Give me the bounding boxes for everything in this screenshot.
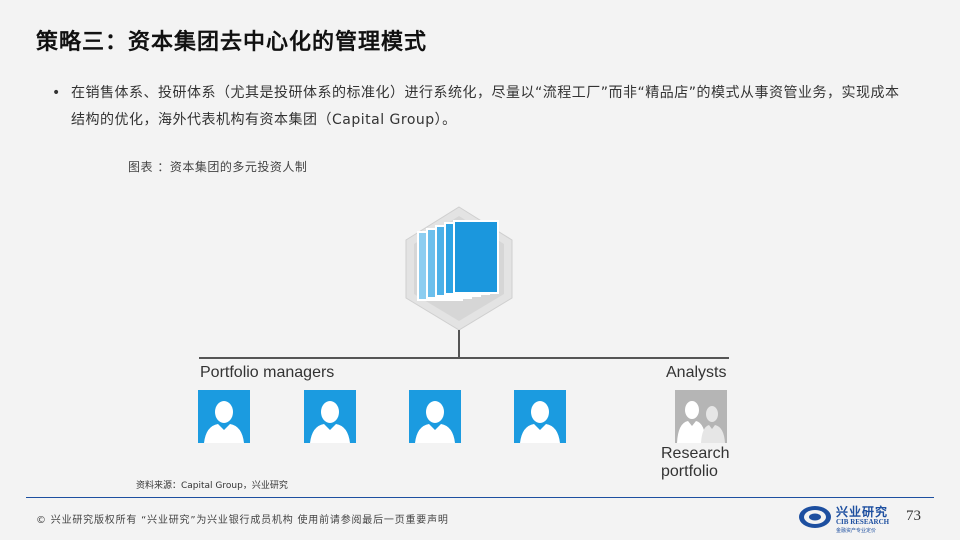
footer-divider bbox=[26, 497, 934, 498]
group-icon bbox=[675, 390, 727, 443]
logo-english-text: CIB RESEARCH bbox=[836, 518, 890, 526]
bullet-text: 在销售体系、投研体系（尤其是投研体系的标准化）进行系统化，尽量以“流程工厂”而非… bbox=[71, 85, 900, 128]
portfolio-manager-avatar-2 bbox=[304, 390, 356, 443]
portfolio-managers-label: Portfolio managers bbox=[200, 364, 335, 381]
stacked-portfolios-hexagon-icon bbox=[405, 206, 513, 331]
analysts-label: Analysts bbox=[666, 364, 727, 381]
research-portfolio-line-1: Research bbox=[661, 445, 730, 462]
logo-tagline: 金融资产专业定价 bbox=[836, 528, 877, 534]
research-portfolio-line-2: portfolio bbox=[661, 463, 718, 480]
portfolio-manager-avatar-1 bbox=[198, 390, 250, 443]
page-number: 73 bbox=[906, 508, 921, 524]
page-title: 策略三：资本集团去中心化的管理模式 bbox=[36, 29, 428, 55]
cib-logo-mark-icon bbox=[799, 506, 831, 528]
cib-research-logo: 兴业研究 CIB RESEARCH 金融资产专业定价 bbox=[798, 503, 898, 537]
person-icon bbox=[514, 390, 566, 443]
bullet-dot-icon: • bbox=[52, 85, 61, 101]
figure-caption: 图表 ：资本集团的多元投资人制 bbox=[128, 160, 308, 174]
footer-copyright: © 兴业研究版权所有 “兴业研究”为兴业银行成员机构 使用前请参阅最后一页重要声… bbox=[36, 515, 449, 526]
person-icon bbox=[198, 390, 250, 443]
person-icon bbox=[409, 390, 461, 443]
analysts-group-avatar bbox=[675, 390, 727, 443]
figure-source: 资料来源：Capital Group，兴业研究 bbox=[136, 481, 288, 491]
person-icon bbox=[304, 390, 356, 443]
portfolio-manager-avatar-4 bbox=[514, 390, 566, 443]
portfolio-manager-avatar-3 bbox=[409, 390, 461, 443]
research-portfolio-label: Research portfolio bbox=[661, 445, 729, 481]
logo-chinese-text: 兴业研究 bbox=[836, 505, 889, 519]
